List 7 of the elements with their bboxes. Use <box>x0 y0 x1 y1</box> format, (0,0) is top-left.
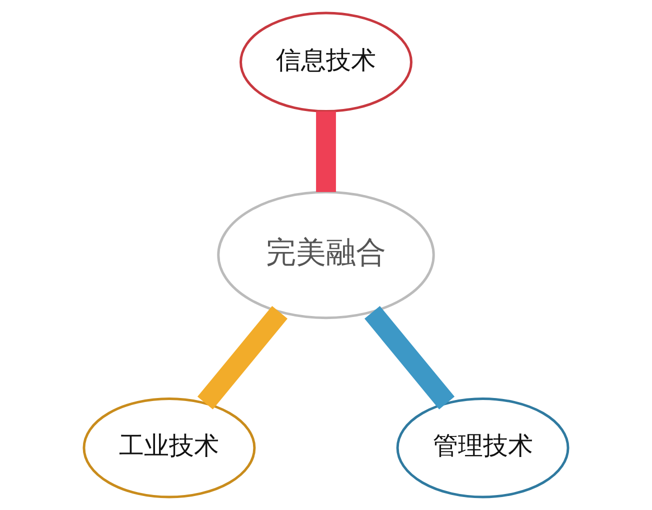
connector <box>197 306 288 410</box>
node-ellipse: 管理技术 <box>396 397 570 498</box>
connector <box>316 111 336 192</box>
node-ellipse: 信息技术 <box>240 12 412 113</box>
node-ellipse: 工业技术 <box>82 397 256 498</box>
node-ellipse: 完美融合 <box>217 190 435 320</box>
connector <box>364 306 455 410</box>
